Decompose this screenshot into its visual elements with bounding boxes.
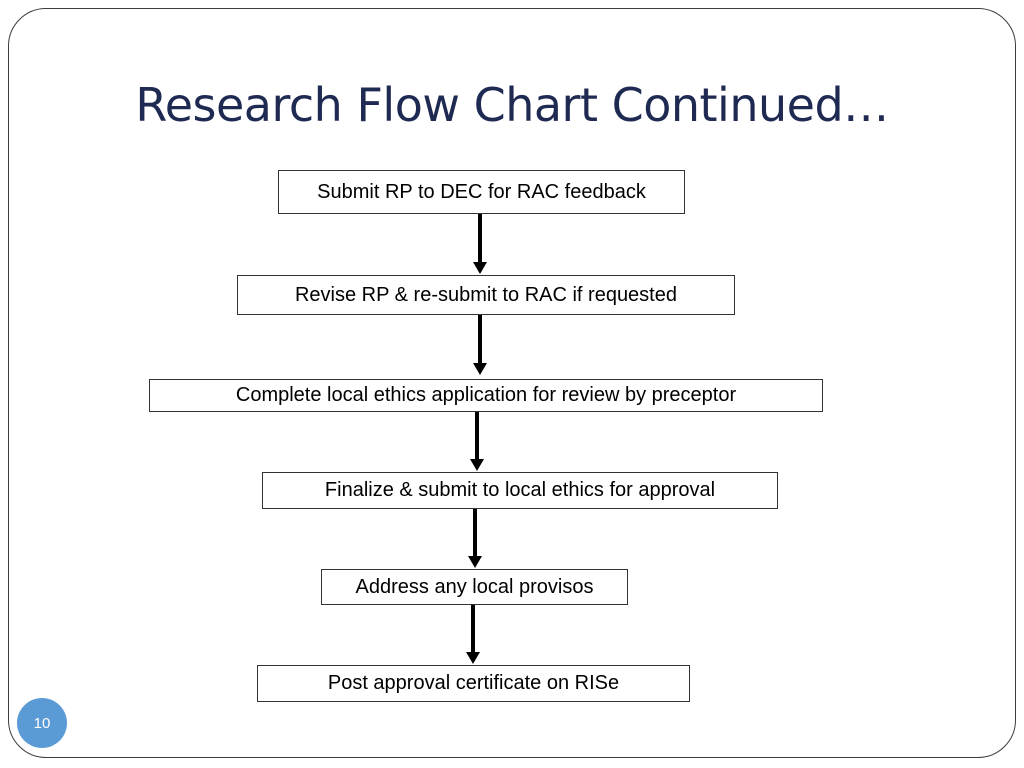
flow-arrow-2: [473, 315, 487, 375]
arrow-head: [466, 652, 480, 664]
flow-step-revise-rp: Revise RP & re-submit to RAC if requeste…: [237, 275, 735, 315]
arrow-head: [468, 556, 482, 568]
slide-title: Research Flow Chart Continued…: [135, 78, 889, 132]
page-number: 10: [33, 714, 51, 732]
arrow-shaft: [471, 605, 475, 654]
arrow-shaft: [475, 412, 479, 461]
flow-step-ethics-application: Complete local ethics application for re…: [149, 379, 823, 412]
flow-step-finalize-submit: Finalize & submit to local ethics for ap…: [262, 472, 778, 509]
flow-arrow-5: [466, 605, 480, 664]
arrow-shaft: [478, 214, 482, 264]
arrow-head: [473, 363, 487, 375]
flow-arrow-1: [473, 214, 487, 274]
arrow-head: [473, 262, 487, 274]
flow-step-address-provisos: Address any local provisos: [321, 569, 628, 605]
arrow-shaft: [473, 509, 477, 558]
arrow-head: [470, 459, 484, 471]
flow-step-post-certificate: Post approval certificate on RISe: [257, 665, 690, 702]
flow-step-submit-rp: Submit RP to DEC for RAC feedback: [278, 170, 685, 214]
flow-arrow-4: [468, 509, 482, 568]
page-number-badge: 10: [17, 698, 67, 748]
arrow-shaft: [478, 315, 482, 365]
flow-arrow-3: [470, 412, 484, 471]
